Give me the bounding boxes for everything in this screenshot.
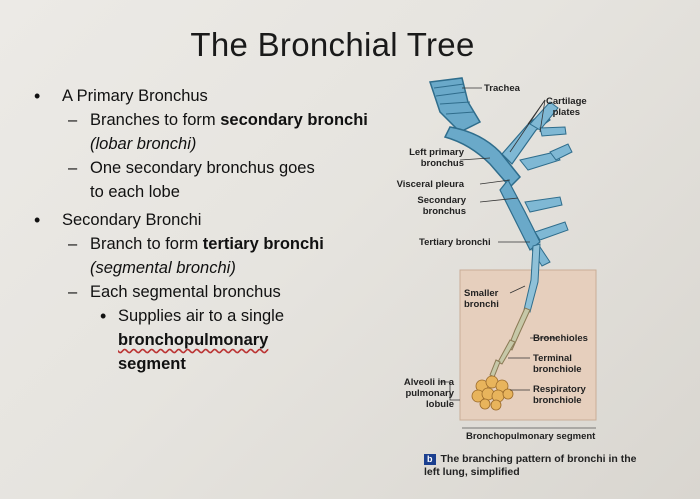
bullet-dot: • xyxy=(34,210,41,230)
bullet-list: • A Primary Bronchus – Branches to form … xyxy=(30,84,370,376)
sub-bullet-segmental: – Each segmental bronchus xyxy=(30,280,370,304)
label-alveoli: Alveoli in a pulmonary lobule xyxy=(403,377,454,410)
bullet-primary-bronchus: • A Primary Bronchus xyxy=(34,86,208,106)
bronchial-tree-diagram xyxy=(428,77,597,429)
label-cartilage-plates: Cartilage plates xyxy=(546,96,587,118)
caption-badge: b xyxy=(424,454,436,465)
alveoli-cluster xyxy=(471,375,514,411)
label-smaller-bronchi: Smaller bronchi xyxy=(464,288,499,310)
sub-sub-bullet-supplies: • Supplies air to a single bronchopulmon… xyxy=(100,306,285,373)
dash: – xyxy=(68,283,78,301)
sub-bullet-tertiary: – Branch to form tertiary bronchi (segme… xyxy=(30,232,370,280)
label-tertiary-bronchi: Tertiary bronchi xyxy=(419,237,491,248)
label-bronchopulmonary-segment: Bronchopulmonary segment xyxy=(466,431,596,442)
slide-title: The Bronchial Tree xyxy=(190,26,475,63)
trachea-shape xyxy=(428,77,482,133)
bullet-dot: • xyxy=(100,306,107,326)
label-bronchioles: Bronchioles xyxy=(533,333,588,344)
label-terminal-bronchiole: Terminal bronchiole xyxy=(533,353,582,375)
label-secondary-bronchus: Secondary bronchus xyxy=(417,195,466,217)
bronchiole-branch xyxy=(489,359,501,378)
label-respiratory-bronchiole: Respiratory bronchiole xyxy=(533,384,586,406)
bullet-dot: • xyxy=(34,86,41,106)
dash: – xyxy=(68,111,78,129)
sub-bullet-branches: – Branches to form secondary bronchi (lo… xyxy=(30,108,370,156)
dash: – xyxy=(68,235,78,253)
label-left-primary-bronchus: Left primary bronchus xyxy=(409,147,464,169)
bullet-secondary-bronchi: • Secondary Bronchi xyxy=(34,210,202,230)
sub-bullet-lobe: – One secondary bronchus goes to each lo… xyxy=(30,156,370,204)
lower-lobe-branch xyxy=(499,178,541,251)
label-visceral-pleura: Visceral pleura xyxy=(396,179,464,190)
label-trachea: Trachea xyxy=(484,83,520,94)
dash: – xyxy=(68,159,78,177)
